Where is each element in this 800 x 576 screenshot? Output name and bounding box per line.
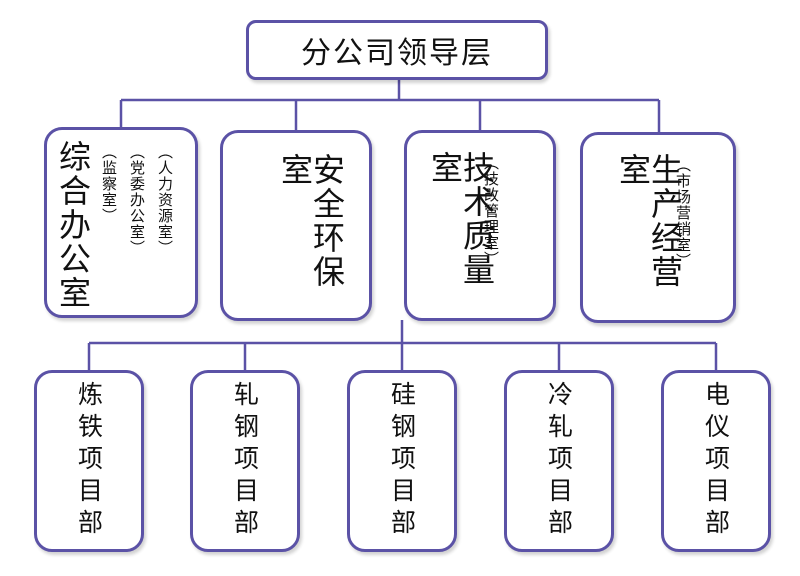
dept-note: （监察室） bbox=[100, 144, 118, 224]
project-box-cold-rolling: 冷轧项目部 bbox=[504, 370, 614, 552]
dept-box-safety-env: 安全环保室 bbox=[220, 130, 372, 321]
leadership-label: 分公司领导层 bbox=[301, 36, 493, 71]
dept-note: （技改管理室） bbox=[482, 155, 500, 267]
dept-box-general-office: 综合办公室 （人力资源室） （党委办公室） （监察室） bbox=[44, 127, 198, 318]
project-label: 冷轧项目部 bbox=[544, 381, 574, 541]
project-label: 电仪项目部 bbox=[701, 381, 731, 541]
project-label: 炼铁项目部 bbox=[74, 381, 104, 541]
dept-note: （人力资源室） bbox=[156, 144, 174, 256]
project-label: 轧钢项目部 bbox=[230, 381, 260, 541]
dept-note: （市场营销室） bbox=[674, 157, 692, 269]
dept-box-production: 生产经营室 （市场营销室） bbox=[580, 132, 736, 323]
dept-label: 综合办公室 bbox=[54, 140, 92, 310]
project-label: 硅钢项目部 bbox=[387, 381, 417, 541]
dept-label: 生产经营室 bbox=[614, 153, 684, 289]
project-box-electrical: 电仪项目部 bbox=[661, 370, 771, 552]
dept-label: 安全环保室 bbox=[276, 153, 346, 289]
dept-note: （党委办公室） bbox=[128, 144, 146, 256]
dept-label: 技术质量室 bbox=[426, 151, 496, 287]
project-box-rolling: 轧钢项目部 bbox=[190, 370, 300, 552]
leadership-box: 分公司领导层 bbox=[246, 20, 548, 80]
project-box-silicon-steel: 硅钢项目部 bbox=[347, 370, 457, 552]
dept-box-tech-quality: 技术质量室 （技改管理室） bbox=[404, 130, 556, 321]
project-box-ironmaking: 炼铁项目部 bbox=[34, 370, 144, 552]
